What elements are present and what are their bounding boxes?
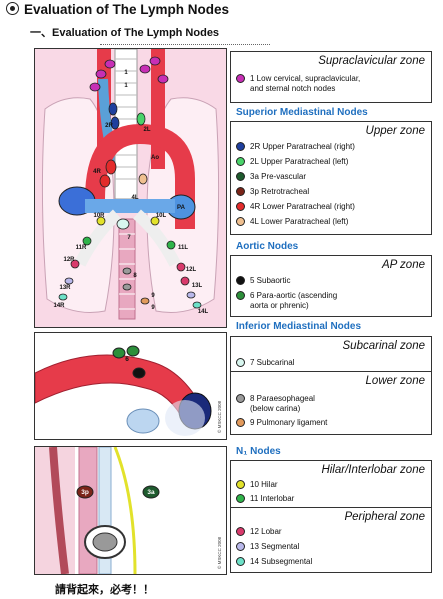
node-dot-icon	[236, 557, 245, 566]
label-14l: 14L	[198, 309, 209, 315]
zone-name: Upper zone	[365, 125, 425, 137]
node-dot-icon	[236, 394, 245, 403]
aortic-nodes-illustration: 6 5 © MSKCC 2008	[35, 333, 226, 439]
node-dot-icon	[236, 480, 245, 489]
copyright-2: © MSKCC 2008	[216, 536, 222, 569]
label-8: 8	[133, 273, 137, 279]
node-dot-icon	[236, 157, 245, 166]
zone-name: Lower zone	[365, 375, 425, 387]
mediastinum-illustration: 1 1 2R 2L 4R 4L Ao PA 10R 10L 7 11R 11L …	[35, 49, 226, 327]
node-dot-icon	[236, 494, 245, 503]
node-dot-icon	[236, 142, 245, 151]
page-title: Evaluation of The Lymph Nodes	[6, 2, 229, 17]
heading-inferior-mediastinal: Inferior Mediastinal Nodes	[236, 321, 362, 332]
label-6: 6	[125, 356, 129, 363]
mediastinum-diagram-panel: 1 1 2R 2L 4R 4L Ao PA 10R 10L 7 11R 11L …	[34, 48, 227, 328]
label-4l: 4L	[131, 195, 138, 201]
hilar-zone-box: Hilar/Interlobar zone 10 Hilar 11 Interl…	[230, 460, 432, 508]
label-14r: 14R	[53, 303, 65, 309]
zone-name: Peripheral zone	[344, 511, 425, 523]
peripheral-zone-box: Peripheral zone 12 Lobar 13 Segmental 14…	[230, 507, 432, 573]
label-13r: 13R	[59, 285, 71, 291]
node-dot-icon	[236, 74, 245, 83]
heading-superior-mediastinal: Superior Mediastinal Nodes	[236, 107, 368, 118]
zone-name: Subcarinal zone	[342, 340, 425, 352]
label-1a: 1	[124, 70, 128, 76]
upper-zone-box: Upper zone 2R Upper Paratracheal (right)…	[230, 121, 432, 235]
label-9b: 9	[151, 305, 155, 311]
zone-name: Supraclavicular zone	[318, 55, 425, 67]
label-2r: 2R	[105, 123, 113, 129]
footer-note: 請背起來，必考！！	[55, 583, 154, 596]
label-ao: Ao	[151, 155, 159, 161]
node-dot-icon	[236, 276, 245, 285]
node-dot-icon	[236, 202, 245, 211]
lower-zone-box: Lower zone 8 Paraesophageal (below carin…	[230, 371, 432, 435]
label-1b: 1	[124, 83, 128, 89]
label-3p: 3p	[81, 489, 89, 496]
label-7: 7	[127, 235, 131, 241]
prevascular-diagram-panel: 3a 3p © MSKCC 2008	[34, 446, 227, 575]
label-13l: 13L	[192, 283, 203, 289]
aortic-nodes-diagram-panel: 6 5 © MSKCC 2008	[34, 332, 227, 440]
page-subtitle: 一、Evaluation of The Lymph Nodes	[30, 27, 220, 39]
label-4r: 4R	[93, 169, 101, 175]
zone-name: AP zone	[381, 259, 425, 271]
label-9a: 9	[151, 293, 155, 299]
prevascular-illustration: 3a 3p © MSKCC 2008	[35, 447, 226, 574]
label-5: 5	[137, 388, 141, 395]
node-dot-icon	[236, 527, 245, 536]
divider	[100, 44, 270, 45]
label-pa: PA	[177, 205, 186, 211]
ap-zone-box: AP zone 5 Subaortic 6 Para-aortic (ascen…	[230, 255, 432, 317]
label-11l: 11L	[178, 245, 188, 251]
node-dot-icon	[236, 172, 245, 181]
label-2l: 2L	[143, 127, 150, 133]
node-dot-icon	[236, 291, 245, 300]
node-dot-icon	[236, 217, 245, 226]
label-10l: 10L	[156, 213, 167, 219]
subcarinal-zone-box: Subcarinal zone 7 Subcarinal	[230, 336, 432, 372]
label-10r: 10R	[93, 213, 105, 219]
target-bullet-icon	[6, 2, 19, 15]
label-12r: 12R	[63, 257, 75, 263]
zone-name: Hilar/Interlobar zone	[321, 464, 425, 476]
label-11r: 11R	[76, 245, 87, 251]
label-12l: 12L	[186, 267, 197, 273]
supraclavicular-zone-box: Supraclavicular zone 1 Low cervical, sup…	[230, 51, 432, 103]
node-dot-icon	[236, 542, 245, 551]
heading-aortic: Aortic Nodes	[236, 241, 299, 252]
node-dot-icon	[236, 187, 245, 196]
heading-n1: N₁ Nodes	[236, 446, 281, 457]
label-3a: 3a	[147, 489, 155, 496]
copyright-1: © MSKCC 2008	[216, 400, 222, 433]
node-dot-icon	[236, 358, 245, 367]
node-dot-icon	[236, 418, 245, 427]
